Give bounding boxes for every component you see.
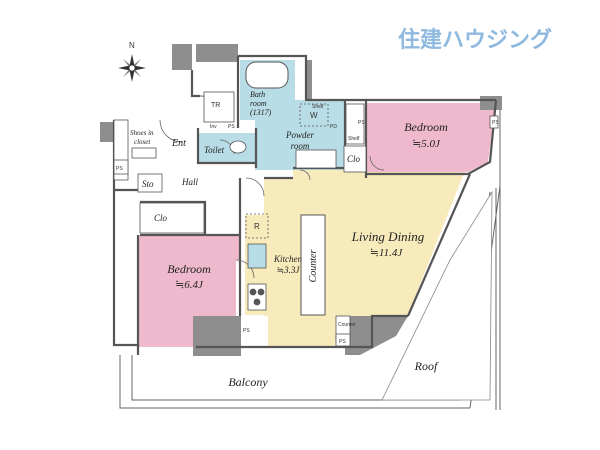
closet-boxes <box>113 91 499 347</box>
svg-text:PS: PS <box>492 120 499 126</box>
kitchen-size: ≒3.3J <box>277 265 301 275</box>
powder-room-label-2: room <box>291 141 310 151</box>
bedroom-left-area <box>138 235 240 347</box>
small-fixture-labels: Shelf Counter Inv PD <box>210 124 360 328</box>
bedroom-left-size: ≒6.4J <box>175 279 204 291</box>
svg-text:Inv: Inv <box>210 124 217 130</box>
bedroom-right-label: Bedroom <box>404 120 448 134</box>
fridge-label: R <box>254 222 260 231</box>
roof-area <box>381 190 493 401</box>
roof-label: Roof <box>414 359 439 373</box>
entrance-label: Ent <box>171 138 186 149</box>
compass-rose <box>118 54 146 82</box>
powder-room-label-1: Powder <box>285 130 314 140</box>
svg-text:PD: PD <box>330 124 337 130</box>
living-dining-size: ≒11.4J <box>370 247 404 259</box>
svg-text:Counter: Counter <box>338 322 356 328</box>
bathroom-label-2: room <box>250 99 267 108</box>
closet-left-label: Clo <box>154 213 168 223</box>
svg-text:Shelf: Shelf <box>348 136 360 142</box>
bathroom-label-1: Bath <box>250 90 265 99</box>
svg-text:PS: PS <box>243 328 250 334</box>
toilet-bowl <box>229 140 247 154</box>
kitchen-counter <box>300 214 326 316</box>
toilet-area <box>198 133 256 163</box>
counter-label: Counter <box>308 250 319 283</box>
ps-labels: PS PS PS PS PS PS <box>116 120 499 345</box>
bathtub <box>245 61 289 89</box>
bedroom-right-size: ≒5.0J <box>412 138 441 150</box>
hall-label: Hall <box>181 177 199 187</box>
bedroom-left-label: Bedroom <box>167 262 211 276</box>
washer-space <box>299 103 329 127</box>
svg-text:PS: PS <box>116 166 123 172</box>
walls <box>112 54 498 355</box>
shoes-closet-label-2: closet <box>134 138 151 146</box>
tr-label: TR <box>211 102 220 109</box>
svg-text:PS: PS <box>228 124 235 130</box>
compass-north-label: N <box>129 41 135 50</box>
svg-text:PS: PS <box>358 120 365 126</box>
shoes-closet-label-1: Shoes in <box>130 129 154 137</box>
toilet-label: Toilet <box>204 145 225 155</box>
washer-label: W <box>310 111 318 120</box>
living-dining-label: Living Dining <box>351 229 425 244</box>
kitchen-fixtures <box>245 213 269 311</box>
kitchen-label: Kitchen <box>273 254 302 264</box>
svg-text:PS: PS <box>339 339 346 345</box>
bathroom-size: (1317) <box>250 108 272 117</box>
shelf-label-bath: Shelf <box>312 104 324 110</box>
storage-label: Sto <box>142 179 154 189</box>
balcony-label: Balcony <box>228 375 268 389</box>
bedroom-right-area <box>366 103 496 172</box>
washbasin <box>295 149 337 169</box>
company-logo: 住建ハウジング <box>398 27 553 52</box>
closet-right-label: Clo <box>347 154 361 164</box>
